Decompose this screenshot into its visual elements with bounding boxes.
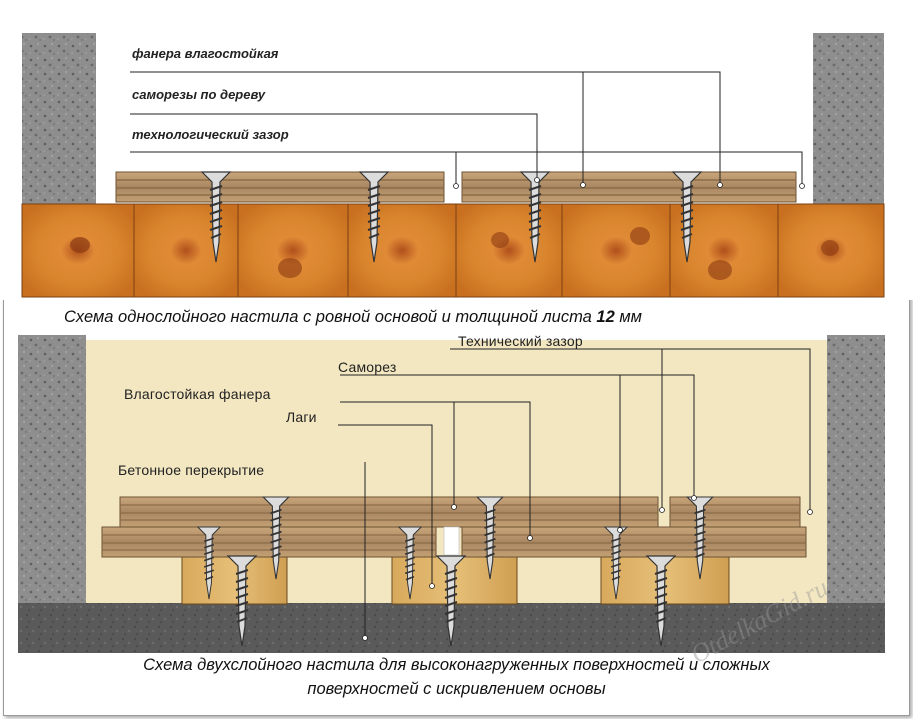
leader-lines-top	[130, 71, 803, 186]
label-plywood-bottom: Влагостойкая фанера	[124, 386, 271, 402]
left-wall	[22, 33, 96, 207]
label-slab: Бетонное перекрытие	[118, 462, 265, 478]
caption-bottom-line2: поверхностей с искривлением основы	[307, 680, 606, 698]
leader-lines-bottom	[338, 348, 811, 638]
plywood-lower	[101, 526, 807, 558]
caption-top: Схема однослойного настила с ровной осно…	[64, 308, 642, 327]
caption-bottom-line1: Схема двухслойного настила для высоконаг…	[143, 656, 770, 674]
wooden-base	[21, 203, 885, 298]
plywood-upper	[119, 496, 801, 528]
bottom-diagram	[18, 335, 885, 653]
screws-bottom	[196, 496, 714, 647]
top-diagram	[0, 0, 913, 300]
plywood-sheets	[115, 171, 797, 203]
label-screw-bottom: Саморез	[338, 359, 397, 375]
label-gap-top: технологический зазор	[132, 127, 289, 142]
label-screws-top: саморезы по дереву	[132, 87, 266, 102]
caption-top-number: 12	[596, 308, 615, 326]
label-gap-bottom: Технический зазор	[458, 333, 583, 349]
caption-top-text: Схема однослойного настила с ровной осно…	[64, 308, 597, 326]
label-joists: Лаги	[286, 409, 317, 425]
caption-top-unit: мм	[614, 308, 642, 326]
right-wall	[813, 33, 884, 207]
bottom-right-wall	[827, 335, 885, 605]
bottom-left-wall	[18, 335, 86, 605]
label-plywood-top: фанера влагостойкая	[132, 46, 279, 61]
